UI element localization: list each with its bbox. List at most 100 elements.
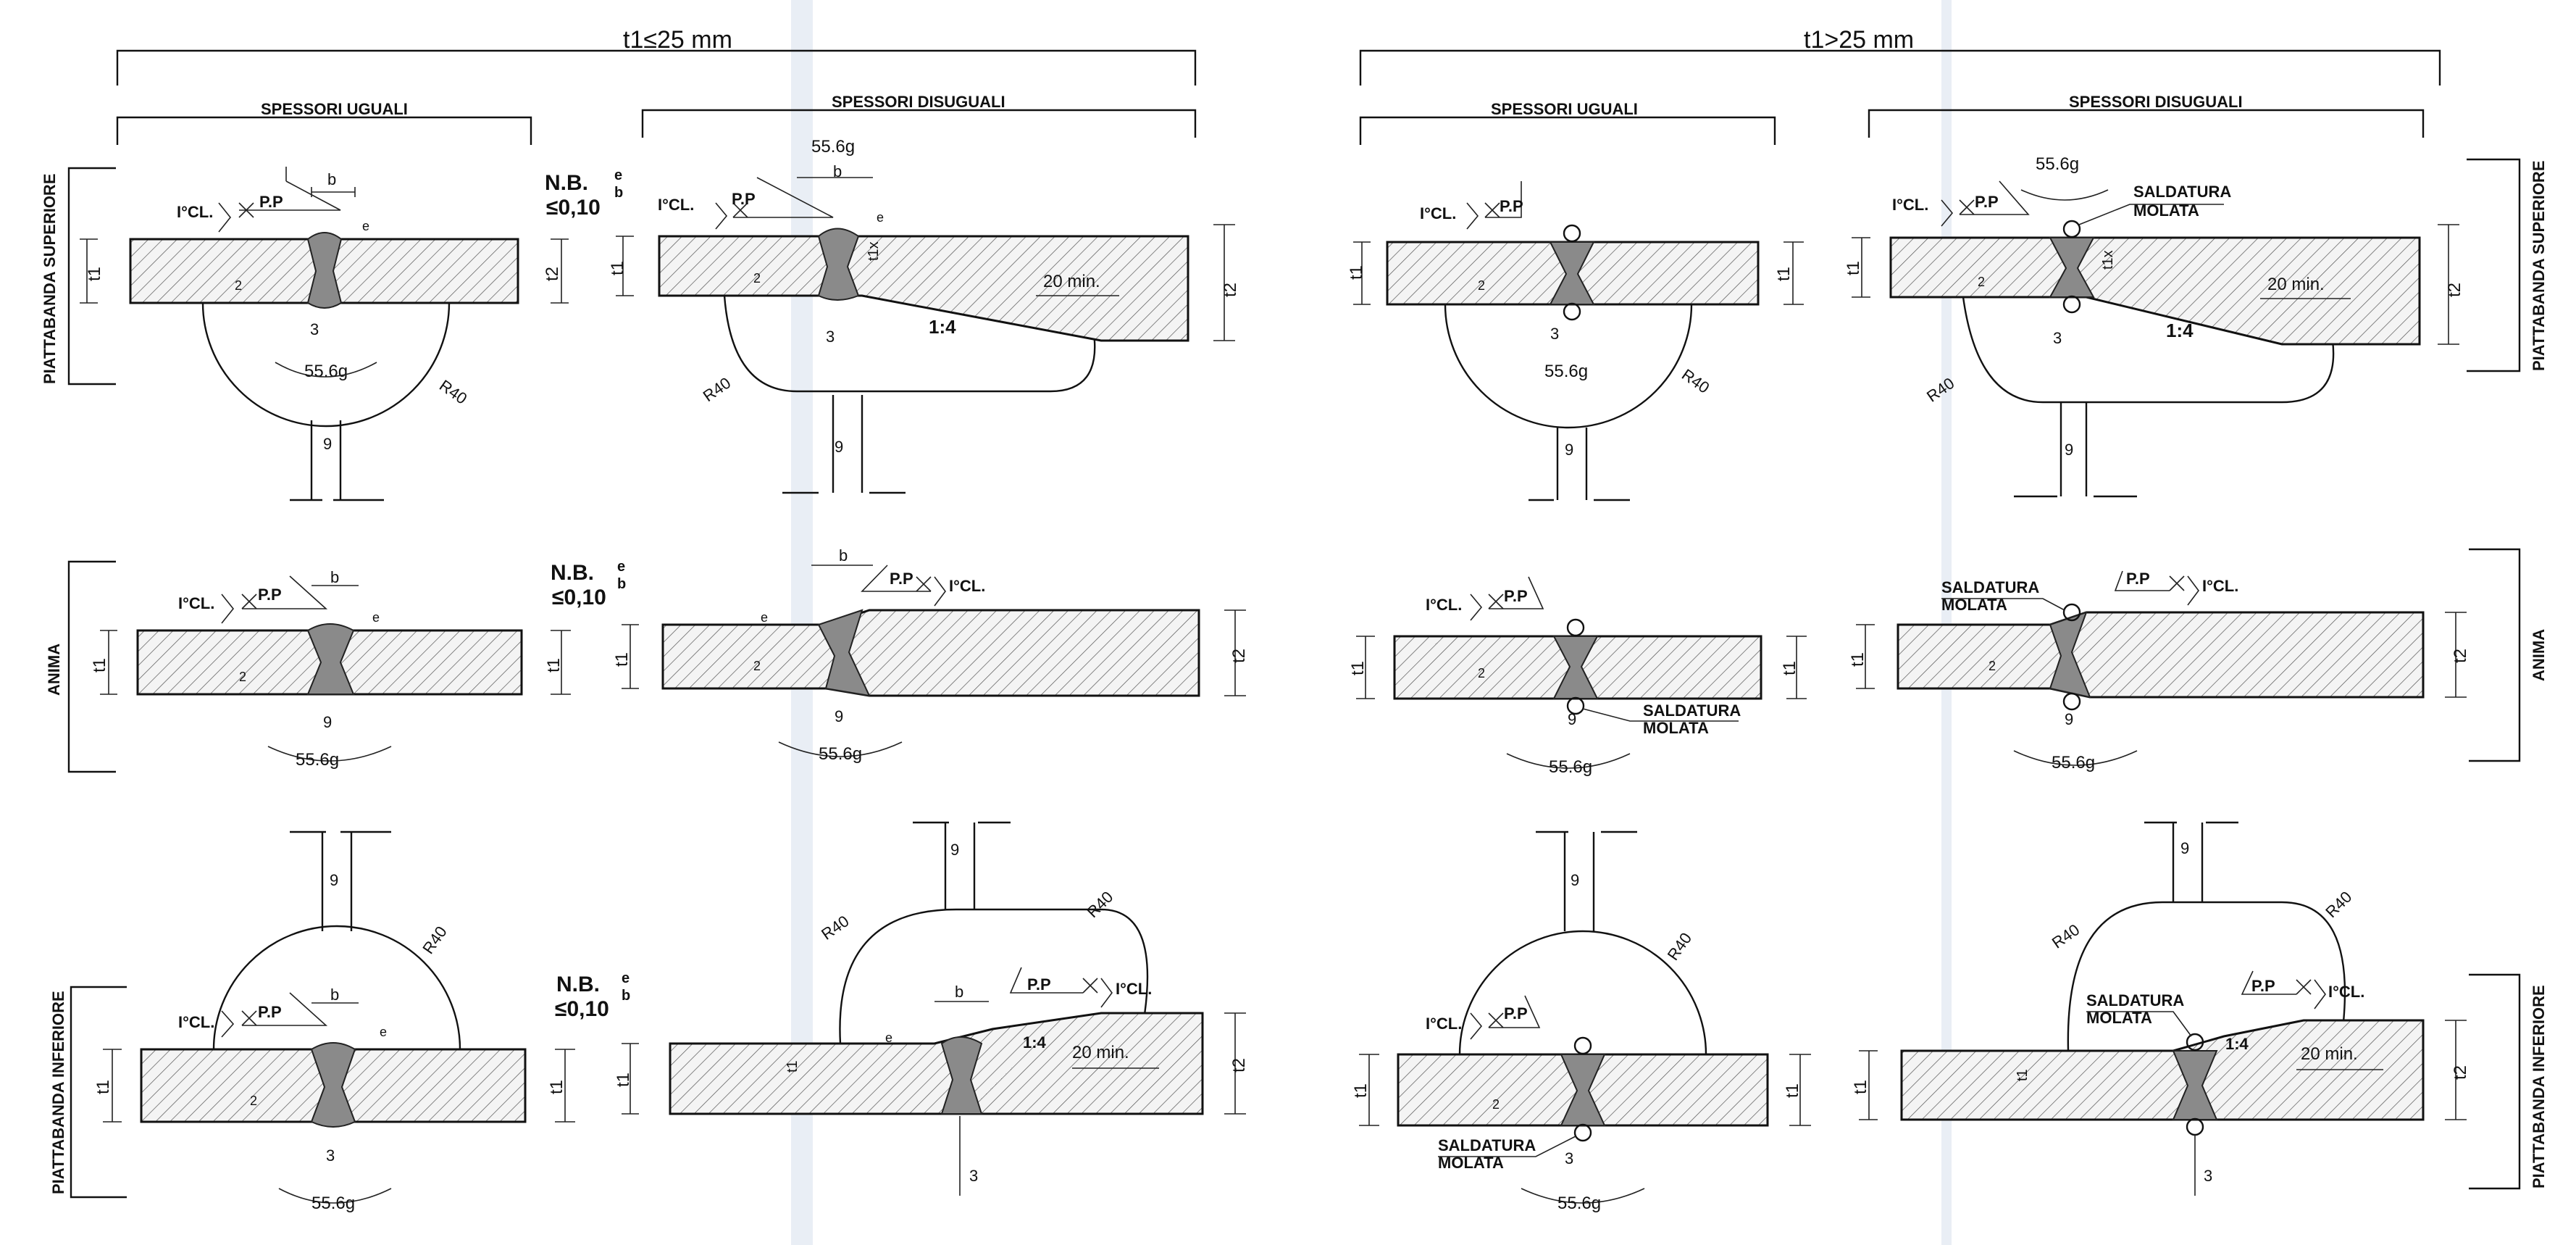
svg-text:2: 2 — [250, 1094, 257, 1108]
row-label-bot-left: PIATTABANDA INFERIORE — [49, 991, 67, 1194]
svg-text:1:4: 1:4 — [2166, 320, 2194, 341]
svg-text:b: b — [330, 986, 339, 1004]
svg-text:t1x: t1x — [2100, 250, 2116, 270]
svg-text:R40: R40 — [1678, 365, 1713, 397]
svg-text:≤0,10: ≤0,10 — [555, 997, 609, 1021]
nb-note-row1: N.B. ≤0,10 e b — [545, 167, 623, 220]
svg-text:9: 9 — [1565, 441, 1573, 459]
svg-text:P.P: P.P — [732, 190, 756, 208]
detail-web-unequal-gt25: t1 t2 SALDATURA MOLATA I°CL. P.P 55.6g 9… — [1848, 570, 2470, 773]
svg-text:I°CL.: I°CL. — [1426, 596, 1462, 614]
svg-text:P.P: P.P — [1504, 1004, 1528, 1023]
svg-text:20 min.: 20 min. — [1043, 272, 1100, 291]
svg-text:3: 3 — [310, 320, 319, 338]
svg-text:2: 2 — [235, 278, 242, 293]
row-label-mid-right: ANIMA — [2530, 629, 2548, 681]
detail-web-equal-gt25: t1 t1 I°CL. P.P SALDATURA MOLATA 9 55.6g… — [1348, 576, 1807, 777]
svg-text:t1: t1 — [1844, 261, 1863, 275]
svg-text:e: e — [380, 1025, 387, 1039]
detail-bot-equal-gt25: t1 t1 I°CL. P.P SALDATURA MOLATA 9 R40 3… — [1351, 830, 1811, 1213]
svg-text:t1: t1 — [1851, 1080, 1870, 1094]
svg-text:t2: t2 — [2451, 1065, 2470, 1080]
svg-text:t1: t1 — [85, 267, 104, 281]
svg-text:P.P: P.P — [890, 570, 913, 588]
detail-web-equal-le25: t1 t1 I°CL. P.P b e 9 55.6g 2 — [90, 568, 571, 770]
row-bracket-right-bot: PIATTABANDA INFERIORE — [2469, 973, 2548, 1190]
svg-text:2: 2 — [1478, 278, 1485, 293]
svg-text:R40: R40 — [700, 374, 734, 406]
svg-text:9: 9 — [2065, 441, 2073, 459]
svg-text:N.B.: N.B. — [545, 171, 588, 195]
detail-bot-unequal-gt25: t1 t2 SALDATURA MOLATA I°CL. P.P 1:4 20 … — [1851, 821, 2470, 1196]
svg-text:t1: t1 — [547, 1080, 566, 1094]
svg-text:9: 9 — [330, 871, 338, 889]
svg-text:t1: t1 — [608, 261, 627, 275]
svg-text:I°CL.: I°CL. — [177, 203, 213, 221]
header-left-group: t1≤25 mm SPESSORI UGUALI SPESSORI DISUGU… — [116, 26, 1197, 145]
svg-text:SALDATURA: SALDATURA — [2086, 991, 2184, 1009]
svg-text:SALDATURA: SALDATURA — [1438, 1136, 1536, 1154]
svg-text:b: b — [955, 983, 963, 1001]
detail-bot-unequal-le25: t1 t2 I°CL. P.P b e 1:4 20 min. 9 R40 R4… — [614, 821, 1249, 1196]
row-bracket-left-mid: ANIMA — [45, 560, 116, 773]
svg-text:t1: t1 — [785, 1060, 800, 1073]
svg-text:20 min.: 20 min. — [2301, 1044, 2358, 1064]
svg-text:I°CL.: I°CL. — [1420, 204, 1456, 222]
svg-text:t1: t1 — [1347, 265, 1366, 280]
svg-text:9: 9 — [2065, 710, 2073, 728]
svg-text:2: 2 — [1978, 275, 1985, 289]
svg-text:55.6g: 55.6g — [1557, 1194, 1601, 1213]
svg-text:e: e — [617, 559, 625, 575]
paper-fold-crease — [791, 0, 813, 1245]
row-label-mid-left: ANIMA — [45, 644, 63, 696]
svg-text:P.P: P.P — [258, 586, 282, 604]
svg-text:P.P: P.P — [1500, 197, 1523, 215]
svg-text:≤0,10: ≤0,10 — [546, 196, 601, 220]
svg-text:b: b — [622, 988, 630, 1004]
detail-top-unequal-le25: t1 t2 I°CL. P.P 55.6g b e t1x 3 9 1:4 20… — [608, 137, 1240, 494]
svg-text:55.6g: 55.6g — [311, 1194, 355, 1213]
svg-text:t1: t1 — [1348, 661, 1368, 675]
svg-text:e: e — [761, 610, 768, 625]
detail-bot-equal-le25: t1 t1 I°CL. P.P b e 9 R40 3 55.6g 2 — [93, 830, 575, 1213]
svg-text:2: 2 — [1478, 666, 1485, 680]
svg-text:I°CL.: I°CL. — [658, 196, 694, 214]
svg-text:P.P: P.P — [1027, 975, 1051, 994]
detail-top-unequal-gt25: t1 t2 I°CL. P.P 55.6g SALDATURA MOLATA t… — [1844, 154, 2464, 498]
col-right-equal-label: SPESSORI UGUALI — [1491, 100, 1638, 118]
svg-text:e: e — [885, 1030, 892, 1045]
svg-text:55.6g: 55.6g — [304, 362, 348, 381]
detail-top-equal-gt25: t1 t1 I°CL. P.P 55.6g 3 9 R40 2 — [1347, 181, 1804, 501]
svg-text:55.6g: 55.6g — [1549, 757, 1592, 777]
svg-text:9: 9 — [950, 841, 959, 859]
svg-text:SALDATURA: SALDATURA — [1941, 578, 2039, 596]
svg-text:2: 2 — [1989, 659, 1996, 673]
detail-web-unequal-le25: t1 t2 I°CL. P.P b e 9 55.6g 2 — [612, 546, 1249, 764]
header-right-title: t1>25 mm — [1804, 26, 1914, 54]
svg-text:R40: R40 — [419, 923, 451, 957]
svg-text:3: 3 — [2053, 329, 2062, 347]
svg-text:N.B.: N.B. — [556, 973, 600, 996]
svg-text:3: 3 — [2204, 1167, 2212, 1185]
svg-text:1:4: 1:4 — [2225, 1035, 2249, 1053]
svg-text:t2: t2 — [1221, 283, 1240, 297]
svg-text:P.P: P.P — [258, 1003, 282, 1021]
svg-text:R40: R40 — [1083, 888, 1116, 921]
svg-text:9: 9 — [1568, 710, 1576, 728]
svg-text:t2: t2 — [2445, 283, 2464, 297]
row-bracket-right-top: PIATTABANDA SUPERIORE — [2467, 158, 2548, 372]
svg-text:t1: t1 — [2015, 1069, 2031, 1081]
svg-text:R40: R40 — [2322, 888, 2355, 921]
svg-text:2: 2 — [1492, 1097, 1500, 1112]
row-label-top-right: PIATTABANDA SUPERIORE — [2530, 161, 2548, 372]
svg-text:b: b — [327, 170, 336, 188]
svg-text:I°CL.: I°CL. — [178, 1013, 214, 1031]
svg-text:t1: t1 — [1774, 267, 1794, 281]
svg-text:P.P: P.P — [259, 193, 283, 211]
svg-text:9: 9 — [1571, 871, 1579, 889]
svg-text:9: 9 — [323, 435, 332, 453]
svg-text:P.P: P.P — [1504, 587, 1528, 605]
svg-text:3: 3 — [1550, 325, 1559, 343]
svg-text:I°CL.: I°CL. — [2328, 983, 2364, 1001]
